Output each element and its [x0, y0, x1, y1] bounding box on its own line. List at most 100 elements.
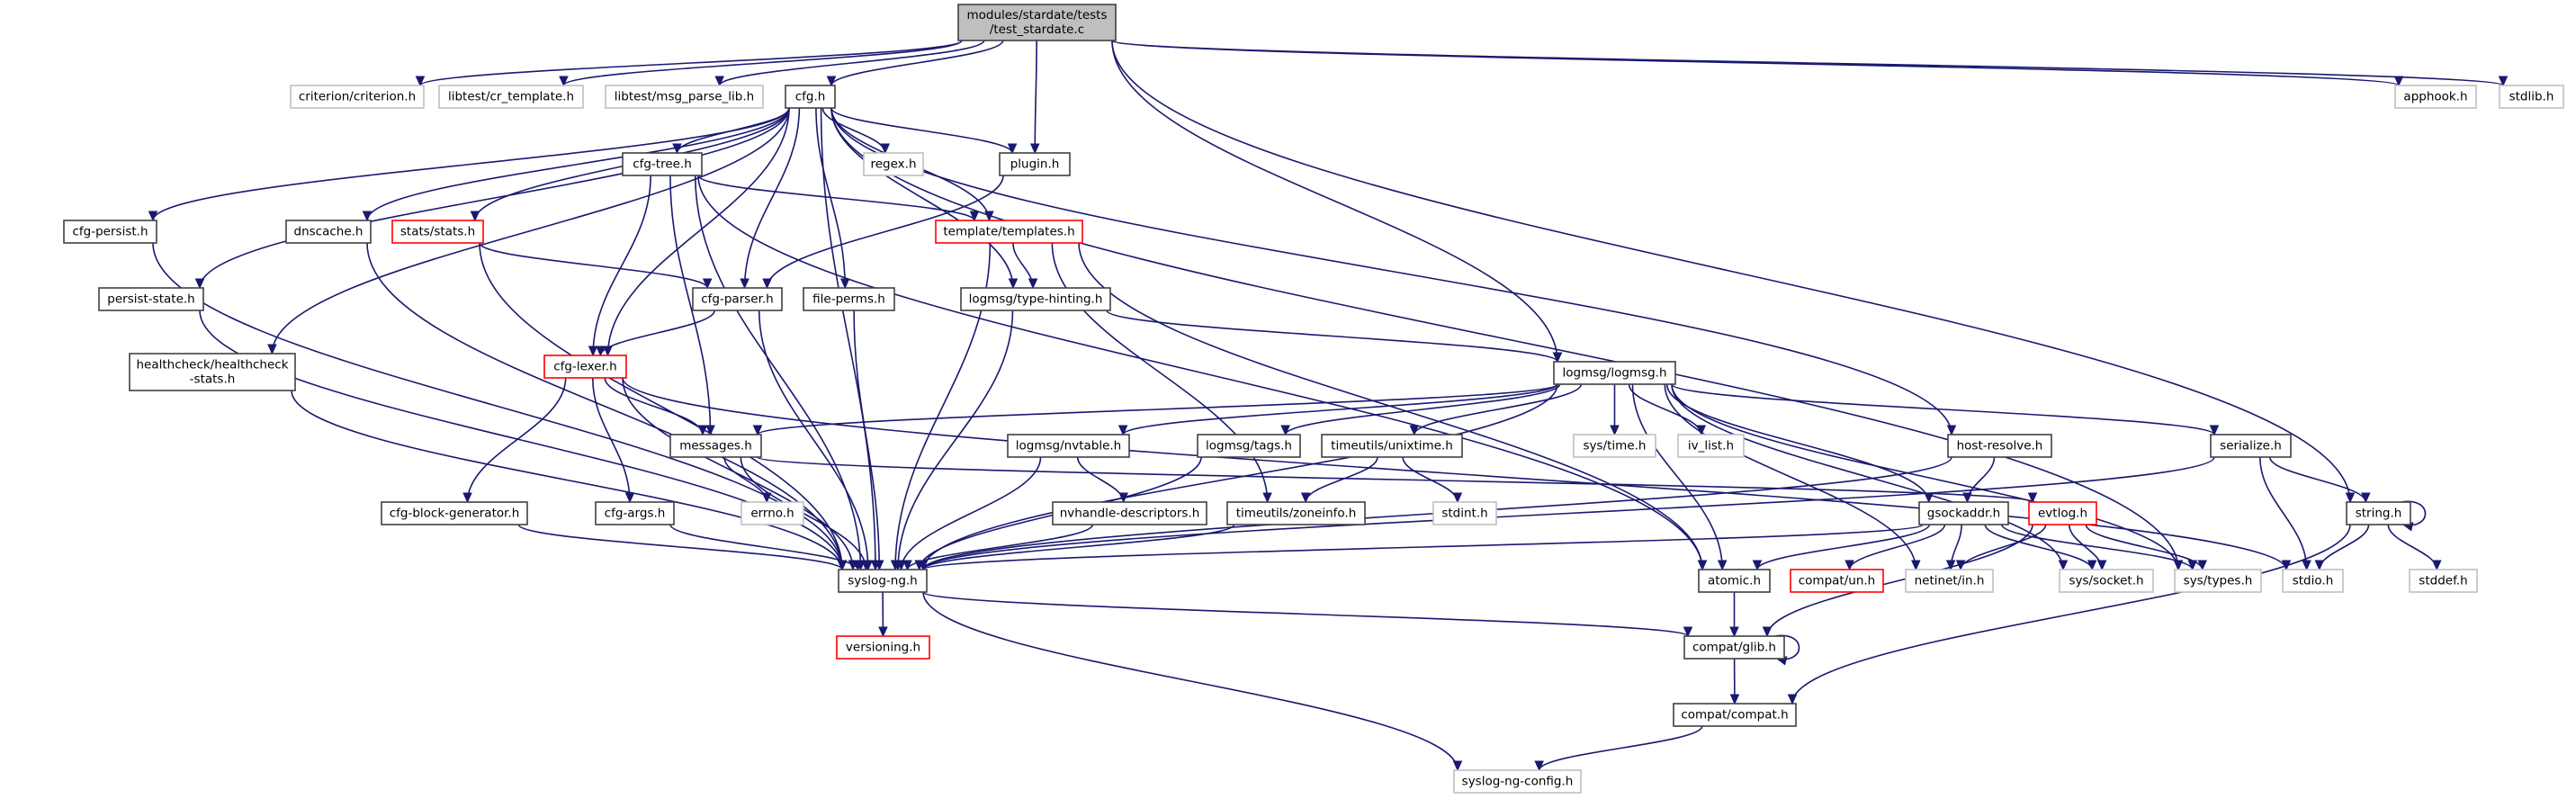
edge-gsockaddr-to-atomic	[1756, 524, 1931, 570]
edge-cfg-to-plugin	[830, 107, 1013, 154]
node-box	[1677, 434, 1745, 458]
edge-root-to-msg-parse-lib-arrowhead	[714, 76, 724, 87]
node-syslog-ng-config[interactable]: syslog-ng-config.h	[1453, 769, 1582, 794]
node-nvtable[interactable]: logmsg/nvtable.h	[1007, 434, 1130, 458]
node-serialize[interactable]: serialize.h	[2210, 434, 2292, 458]
node-box	[2499, 85, 2564, 109]
node-msg-parse-lib[interactable]: libtest/msg_parse_lib.h	[605, 85, 764, 109]
node-box	[1573, 434, 1656, 458]
node-cfg-lexer[interactable]: cfg-lexer.h	[543, 355, 627, 379]
edge-gsockaddr-to-syslog-ng	[922, 524, 1924, 570]
node-messages[interactable]: messages.h	[669, 434, 762, 458]
node-label: errno.h	[750, 507, 794, 521]
node-compat-un[interactable]: compat/un.h	[1790, 569, 1884, 593]
node-nvhandle[interactable]: nvhandle-descriptors.h	[1052, 501, 1207, 525]
node-evtlog[interactable]: evtlog.h	[2028, 501, 2097, 525]
node-file-perms[interactable]: file-perms.h	[803, 287, 895, 311]
node-persist-state[interactable]: persist-state.h	[98, 287, 204, 311]
node-cfg[interactable]: cfg.h	[785, 85, 836, 109]
node-cfg-persist[interactable]: cfg-persist.h	[63, 220, 157, 244]
node-syslog-ng[interactable]: syslog-ng.h	[838, 569, 928, 593]
node-box	[290, 85, 425, 109]
node-criterion[interactable]: criterion/criterion.h	[290, 85, 425, 109]
node-sys-socket[interactable]: sys/socket.h	[2059, 569, 2154, 593]
edge-cfg-to-cfg-parser-arrowhead	[740, 278, 749, 290]
node-healthcheck[interactable]: healthcheck/healthcheck-stats.h	[129, 353, 296, 391]
node-string[interactable]: string.h	[2346, 501, 2411, 525]
node-stats[interactable]: stats/stats.h	[391, 220, 484, 244]
node-gsockaddr[interactable]: gsockaddr.h	[1918, 501, 2009, 525]
node-label: timeutils/unixtime.h	[1331, 439, 1453, 453]
node-label: logmsg/tags.h	[1206, 439, 1292, 453]
node-box	[863, 152, 924, 176]
node-stdlib[interactable]: stdlib.h	[2499, 85, 2564, 109]
node-cr-template[interactable]: libtest/cr_template.h	[438, 85, 584, 109]
edge-cfg-block-gen-to-syslog-ng	[517, 524, 843, 570]
node-iv-list[interactable]: iv_list.h	[1677, 434, 1745, 458]
edge-cfg-to-cfg-persist	[152, 107, 790, 221]
edge-gsockaddr-to-sys-types	[2001, 524, 2194, 570]
node-sys-types[interactable]: sys/types.h	[2174, 569, 2262, 593]
node-zoneinfo[interactable]: timeutils/zoneinfo.h	[1226, 501, 1366, 525]
node-stdint[interactable]: stdint.h	[1432, 501, 1497, 525]
node-box	[63, 220, 157, 244]
node-compat-glib[interactable]: compat/glib.h	[1683, 635, 1785, 660]
edge-string-to-compat-compat-arrowhead	[1787, 694, 1798, 705]
node-box	[1226, 501, 1366, 525]
edge-cfg-to-syslog-ng	[820, 107, 876, 570]
node-label: persist-state.h	[107, 292, 194, 307]
node-atomic[interactable]: atomic.h	[1698, 569, 1771, 593]
node-host-resolve[interactable]: host-resolve.h	[1947, 434, 2052, 458]
node-label: modules/stardate/tests	[966, 8, 1107, 22]
node-cfg-parser[interactable]: cfg-parser.h	[692, 287, 783, 311]
edge-cfg-to-regex-arrowhead	[880, 143, 891, 155]
node-dnscache[interactable]: dnscache.h	[285, 220, 372, 244]
node-cfg-tree[interactable]: cfg-tree.h	[622, 152, 703, 176]
node-errno[interactable]: errno.h	[740, 501, 804, 525]
edge-type-hinting-to-logmsg-arrowhead	[1552, 352, 1563, 364]
edge-evtlog-to-sys-types	[2085, 524, 2204, 570]
edge-cfg-lexer-to-cfg-block-gen-arrowhead	[462, 492, 472, 504]
edge-cfg-parser-to-syslog-ng	[758, 310, 869, 570]
node-apphook[interactable]: apphook.h	[2394, 85, 2477, 109]
node-root[interactable]: modules/stardate/tests/test_stardate.c	[957, 4, 1117, 41]
node-templates[interactable]: template/templates.h	[935, 220, 1083, 244]
node-box	[999, 152, 1071, 176]
node-regex[interactable]: regex.h	[863, 152, 924, 176]
node-tags[interactable]: logmsg/tags.h	[1197, 434, 1301, 458]
edge-root-to-string-arrowhead	[2345, 492, 2356, 504]
edge-stats-to-cfg-parser	[479, 242, 708, 289]
node-type-hinting[interactable]: logmsg/type-hinting.h	[960, 287, 1111, 311]
node-box	[1052, 501, 1207, 525]
node-plugin[interactable]: plugin.h	[999, 152, 1071, 176]
node-box	[1698, 569, 1771, 593]
node-label: gsockaddr.h	[1927, 507, 2000, 521]
edge-logmsg-to-atomic-arrowhead	[1717, 560, 1728, 571]
edge-gsockaddr-to-sys-socket	[1984, 524, 2093, 570]
node-label: host-resolve.h	[1957, 439, 2043, 453]
edge-type-hinting-to-logmsg	[1106, 310, 1558, 363]
node-cfg-block-gen[interactable]: cfg-block-generator.h	[381, 501, 528, 525]
node-cfg-args[interactable]: cfg-args.h	[595, 501, 675, 525]
node-sys-time[interactable]: sys/time.h	[1573, 434, 1656, 458]
node-stddef[interactable]: stddef.h	[2409, 569, 2478, 593]
node-unixtime[interactable]: timeutils/unixtime.h	[1321, 434, 1463, 458]
node-logmsg[interactable]: logmsg/logmsg.h	[1553, 361, 1676, 385]
edge-cfg-to-type-hinting-arrowhead	[1008, 278, 1019, 290]
node-box	[2346, 501, 2411, 525]
edge-file-perms-to-syslog-ng	[853, 310, 881, 570]
node-box	[957, 4, 1117, 41]
edge-root-to-string	[1111, 40, 2351, 503]
edge-gsockaddr-to-syslog-ng-arrowhead	[918, 560, 929, 571]
edge-syslog-ng-to-syslog-ng-config-arrowhead	[1452, 760, 1463, 772]
node-label: syslog-ng.h	[848, 574, 917, 588]
edge-plugin-to-cfg-parser-arrowhead	[762, 278, 772, 290]
edge-cfg-to-healthcheck-arrowhead	[267, 344, 277, 355]
node-label: file-perms.h	[812, 292, 885, 307]
node-stdio[interactable]: stdio.h	[2282, 569, 2344, 593]
node-versioning[interactable]: versioning.h	[836, 635, 930, 660]
node-compat-compat[interactable]: compat/compat.h	[1673, 703, 1797, 727]
node-label: compat/compat.h	[1681, 708, 1788, 723]
node-netinet-in[interactable]: netinet/in.h	[1905, 569, 1994, 593]
